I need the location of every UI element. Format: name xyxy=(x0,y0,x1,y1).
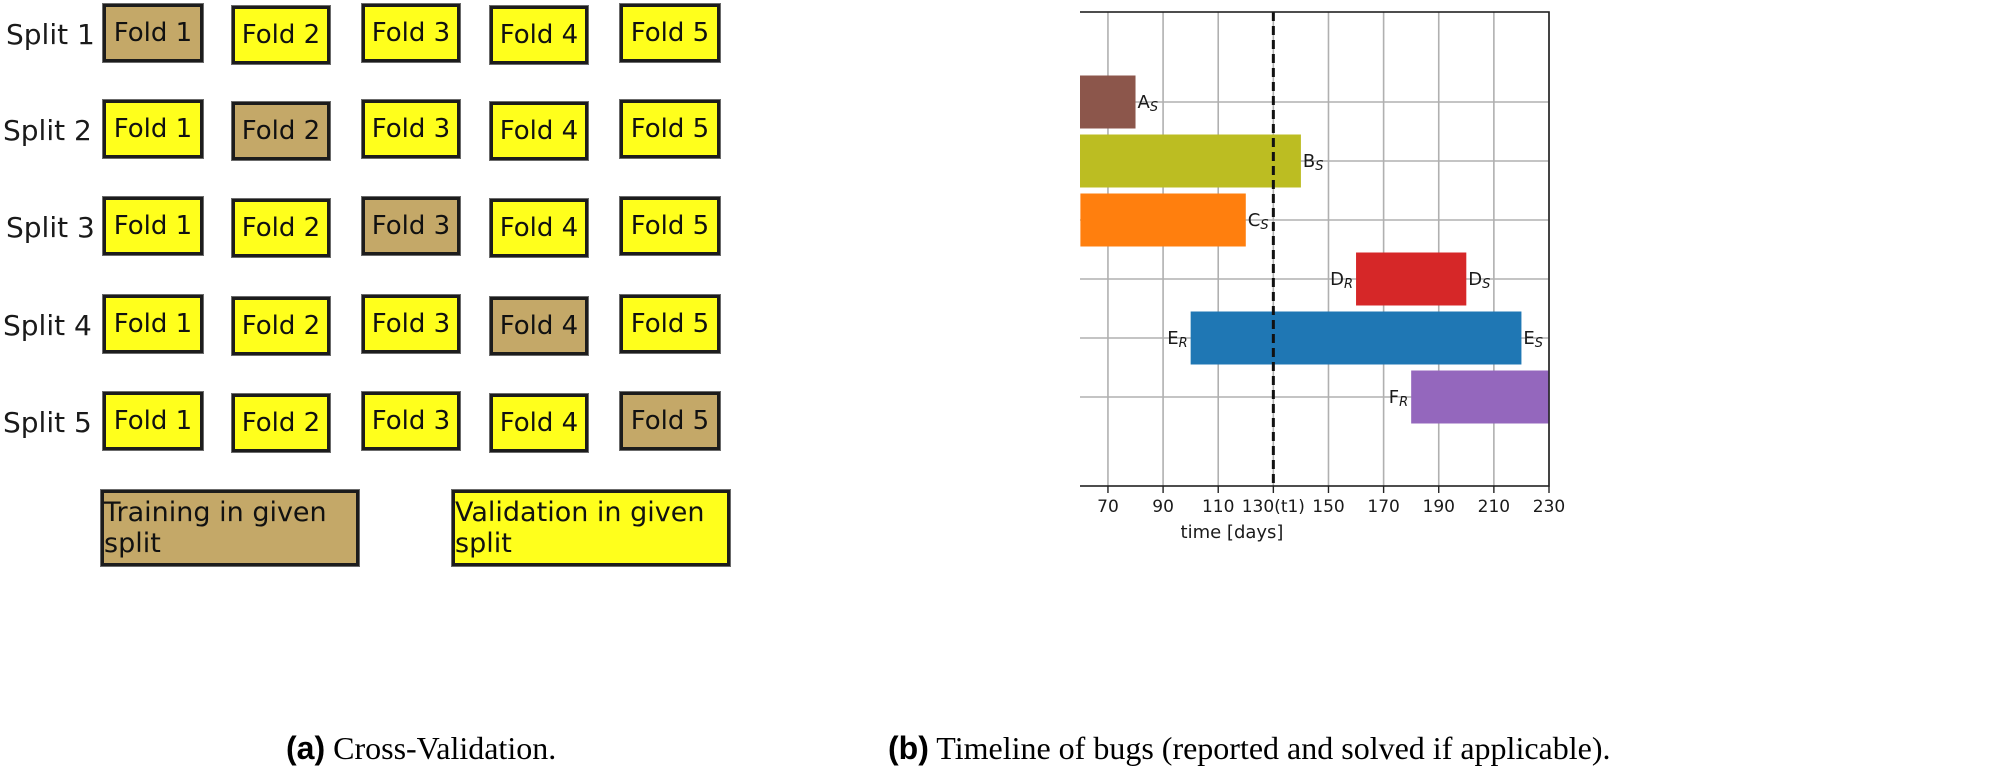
bar-c xyxy=(1080,193,1246,247)
validation-fold-box: Fold 5 xyxy=(620,100,720,158)
validation-fold-box: Fold 3 xyxy=(362,392,460,450)
x-tick-label: 170 xyxy=(1367,497,1399,517)
validation-fold-box: Fold 1 xyxy=(103,197,203,255)
validation-fold-box: Fold 4 xyxy=(490,102,588,160)
validation-fold-box: Fold 5 xyxy=(620,4,720,62)
solved-marker: CS xyxy=(1248,210,1269,233)
x-tick-label: 130(t1) xyxy=(1242,497,1305,517)
bar-d xyxy=(1356,252,1467,306)
split-label: Split 5 xyxy=(3,406,92,439)
validation-fold-box: Fold 3 xyxy=(362,295,460,353)
training-fold-box: Fold 5 xyxy=(620,392,720,450)
solved-marker: ES xyxy=(1523,328,1543,351)
bar-e xyxy=(1190,311,1522,365)
legend-training: Training in given split xyxy=(101,490,359,566)
validation-fold-box: Fold 4 xyxy=(490,394,588,452)
validation-fold-box: Fold 1 xyxy=(103,392,203,450)
validation-fold-box: Fold 4 xyxy=(490,6,588,64)
reported-marker: DR xyxy=(1330,269,1353,292)
caption-a: (a) Cross-Validation. xyxy=(286,730,557,766)
validation-fold-box: Fold 4 xyxy=(490,199,588,257)
validation-fold-box: Fold 3 xyxy=(362,100,460,158)
training-fold-box: Fold 4 xyxy=(490,297,588,355)
x-tick-label: 150 xyxy=(1312,497,1344,517)
split-label: Split 4 xyxy=(3,309,92,342)
training-fold-box: Fold 2 xyxy=(232,102,330,160)
training-fold-box: Fold 1 xyxy=(103,4,203,62)
x-tick-label: 110 xyxy=(1202,497,1234,517)
split-label: Split 3 xyxy=(6,211,95,244)
legend-validation: Validation in given split xyxy=(452,490,730,566)
reported-marker: ER xyxy=(1167,328,1187,351)
split-label: Split 2 xyxy=(3,114,92,147)
validation-fold-box: Fold 2 xyxy=(232,6,330,64)
validation-fold-box: Fold 1 xyxy=(103,100,203,158)
validation-fold-box: Fold 1 xyxy=(103,295,203,353)
solved-marker: DS xyxy=(1468,269,1490,292)
solved-marker: AS xyxy=(1138,92,1159,115)
validation-fold-box: Fold 5 xyxy=(620,295,720,353)
caption-b: (b) Timeline of bugs (reported and solve… xyxy=(888,730,1611,766)
bar-b xyxy=(1080,134,1301,188)
x-axis-label: time [days] xyxy=(1181,522,1284,543)
reported-marker: FR xyxy=(1389,387,1408,410)
split-label: Split 1 xyxy=(6,18,95,51)
bar-a xyxy=(1080,75,1136,129)
x-tick-label: 230 xyxy=(1533,497,1565,517)
validation-fold-box: Fold 2 xyxy=(232,297,330,355)
plot-frame xyxy=(1080,11,1550,487)
validation-fold-box: Fold 3 xyxy=(362,4,460,62)
x-tick-label: 210 xyxy=(1478,497,1510,517)
validation-fold-box: Fold 2 xyxy=(232,199,330,257)
x-tick-label: 70 xyxy=(1097,497,1119,517)
x-tick-label: 90 xyxy=(1152,497,1174,517)
x-tick-label: 190 xyxy=(1423,497,1455,517)
bug-timeline-chart: ARASBRBSCRCSDRDSERESFR1030507090110130(t… xyxy=(1080,11,1565,543)
validation-fold-box: Fold 2 xyxy=(232,394,330,452)
validation-fold-box: Fold 5 xyxy=(620,197,720,255)
bar-f xyxy=(1411,370,1549,424)
training-fold-box: Fold 3 xyxy=(362,197,460,255)
solved-marker: BS xyxy=(1303,151,1324,174)
